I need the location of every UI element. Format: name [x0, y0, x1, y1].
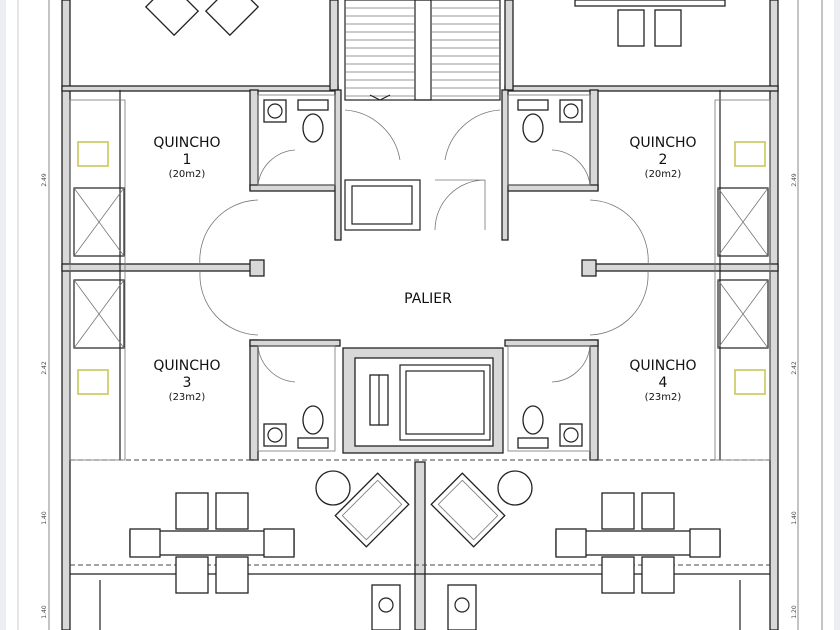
chair [641, 556, 675, 594]
lounge-chair [334, 472, 410, 548]
chair [601, 556, 635, 594]
door-swing [434, 179, 486, 231]
chair [263, 528, 295, 558]
room-number: 4 [659, 375, 668, 391]
room-number: 2 [659, 152, 668, 168]
dim-label: 1.40 [41, 511, 48, 525]
side-table [497, 470, 533, 506]
room-number: 1 [183, 152, 192, 168]
side-table [315, 470, 351, 506]
staircase [344, 0, 501, 161]
dim-label: 1.40 [791, 511, 798, 525]
bathroom-top-left [257, 94, 336, 186]
bathroom-top-right [507, 94, 591, 186]
landing-label: PALIER [404, 291, 452, 307]
room-quincho-1: QUINCHO 1 (20m2) [153, 135, 220, 180]
lounge-chairs-top [144, 0, 260, 37]
sink-icon [77, 141, 109, 167]
room-area: (20m2) [645, 169, 682, 180]
room-name: QUINCHO [153, 358, 220, 374]
room-quincho-4: QUINCHO 4 (23m2) [629, 358, 696, 403]
page-edge-left [0, 0, 6, 630]
chair [175, 556, 209, 594]
bathroom-bottom-left [257, 345, 336, 452]
room-quincho-3: QUINCHO 3 (23m2) [153, 358, 220, 403]
duct [344, 179, 421, 231]
chair [215, 492, 249, 530]
chair [175, 492, 209, 530]
doors [199, 199, 649, 336]
sink-icon [734, 141, 766, 167]
dim-label: 1.40 [41, 605, 48, 619]
dimension-right: 2.49 2.42 1.40 1.20 [791, 0, 823, 630]
room-area: (23m2) [169, 392, 206, 403]
room-area: (23m2) [645, 392, 682, 403]
kitchenette-right [714, 99, 771, 461]
dining-set-top [574, 0, 726, 47]
room-area: (20m2) [169, 169, 206, 180]
sink-icon [734, 369, 766, 395]
room-number: 3 [183, 375, 192, 391]
dimension-left: 2.49 2.42 1.40 1.40 [17, 0, 50, 630]
chair [601, 492, 635, 530]
chair [555, 528, 587, 558]
fixture [371, 584, 401, 630]
chair [689, 528, 721, 558]
chair [215, 556, 249, 594]
dining-set [555, 492, 721, 594]
room-name: QUINCHO [629, 358, 696, 374]
room-name: QUINCHO [153, 135, 220, 151]
dim-label: 2.49 [791, 173, 798, 187]
dim-label: 2.42 [791, 361, 798, 375]
kitchenette-left [69, 99, 126, 461]
room-name: QUINCHO [629, 135, 696, 151]
fixture [447, 584, 477, 630]
chair [129, 528, 161, 558]
lounge-chair [430, 472, 506, 548]
dim-label: 1.20 [791, 605, 798, 619]
room-quincho-2: QUINCHO 2 (20m2) [629, 135, 696, 180]
dim-label: 2.49 [41, 173, 48, 187]
sink-icon [77, 369, 109, 395]
bathroom-bottom-right [507, 345, 591, 452]
dim-label: 2.42 [41, 361, 48, 375]
page-edge-right [834, 0, 840, 630]
chair [641, 492, 675, 530]
elevator [342, 347, 504, 454]
dining-set [129, 492, 295, 594]
